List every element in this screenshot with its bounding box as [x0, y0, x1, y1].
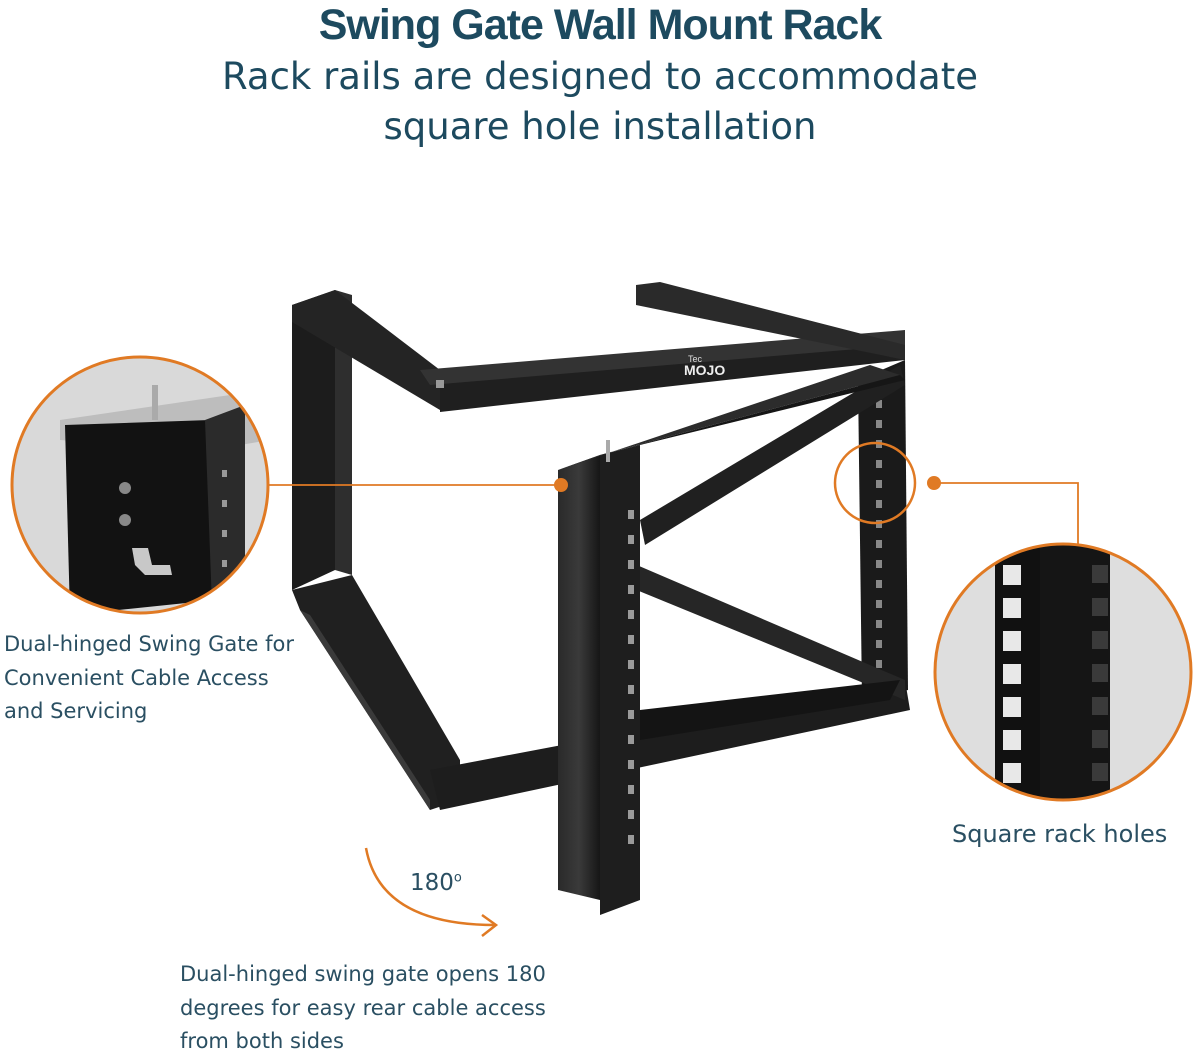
swing-caption: Dual-hinged swing gate opens 180 degrees…: [180, 962, 546, 1053]
brand-logo-small: Tec: [688, 354, 703, 364]
square-holes-zoom: [933, 542, 1193, 802]
gate-callout-dot: [554, 478, 568, 492]
hinge-detail-zoom: [10, 355, 270, 615]
gate-caption: Dual-hinged Swing Gate for Convenient Ca…: [4, 632, 294, 723]
page-subtitle: Rack rails are designed to accommodate s…: [222, 55, 978, 148]
angle-label: 180o: [410, 870, 462, 896]
angle-unit: o: [453, 870, 462, 886]
page-title: Swing Gate Wall Mount Rack: [318, 1, 883, 49]
holes-caption: Square rack holes: [952, 820, 1168, 848]
holes-callout-dot: [927, 476, 941, 490]
brand-logo: MOJO: [684, 362, 725, 378]
angle-value: 180: [410, 870, 454, 896]
holes-highlight-ring: [833, 441, 917, 525]
swing-arrow-icon: [364, 847, 499, 937]
callout-leaders: [268, 482, 1079, 544]
rack-frame: Tec MOJO: [292, 282, 910, 915]
